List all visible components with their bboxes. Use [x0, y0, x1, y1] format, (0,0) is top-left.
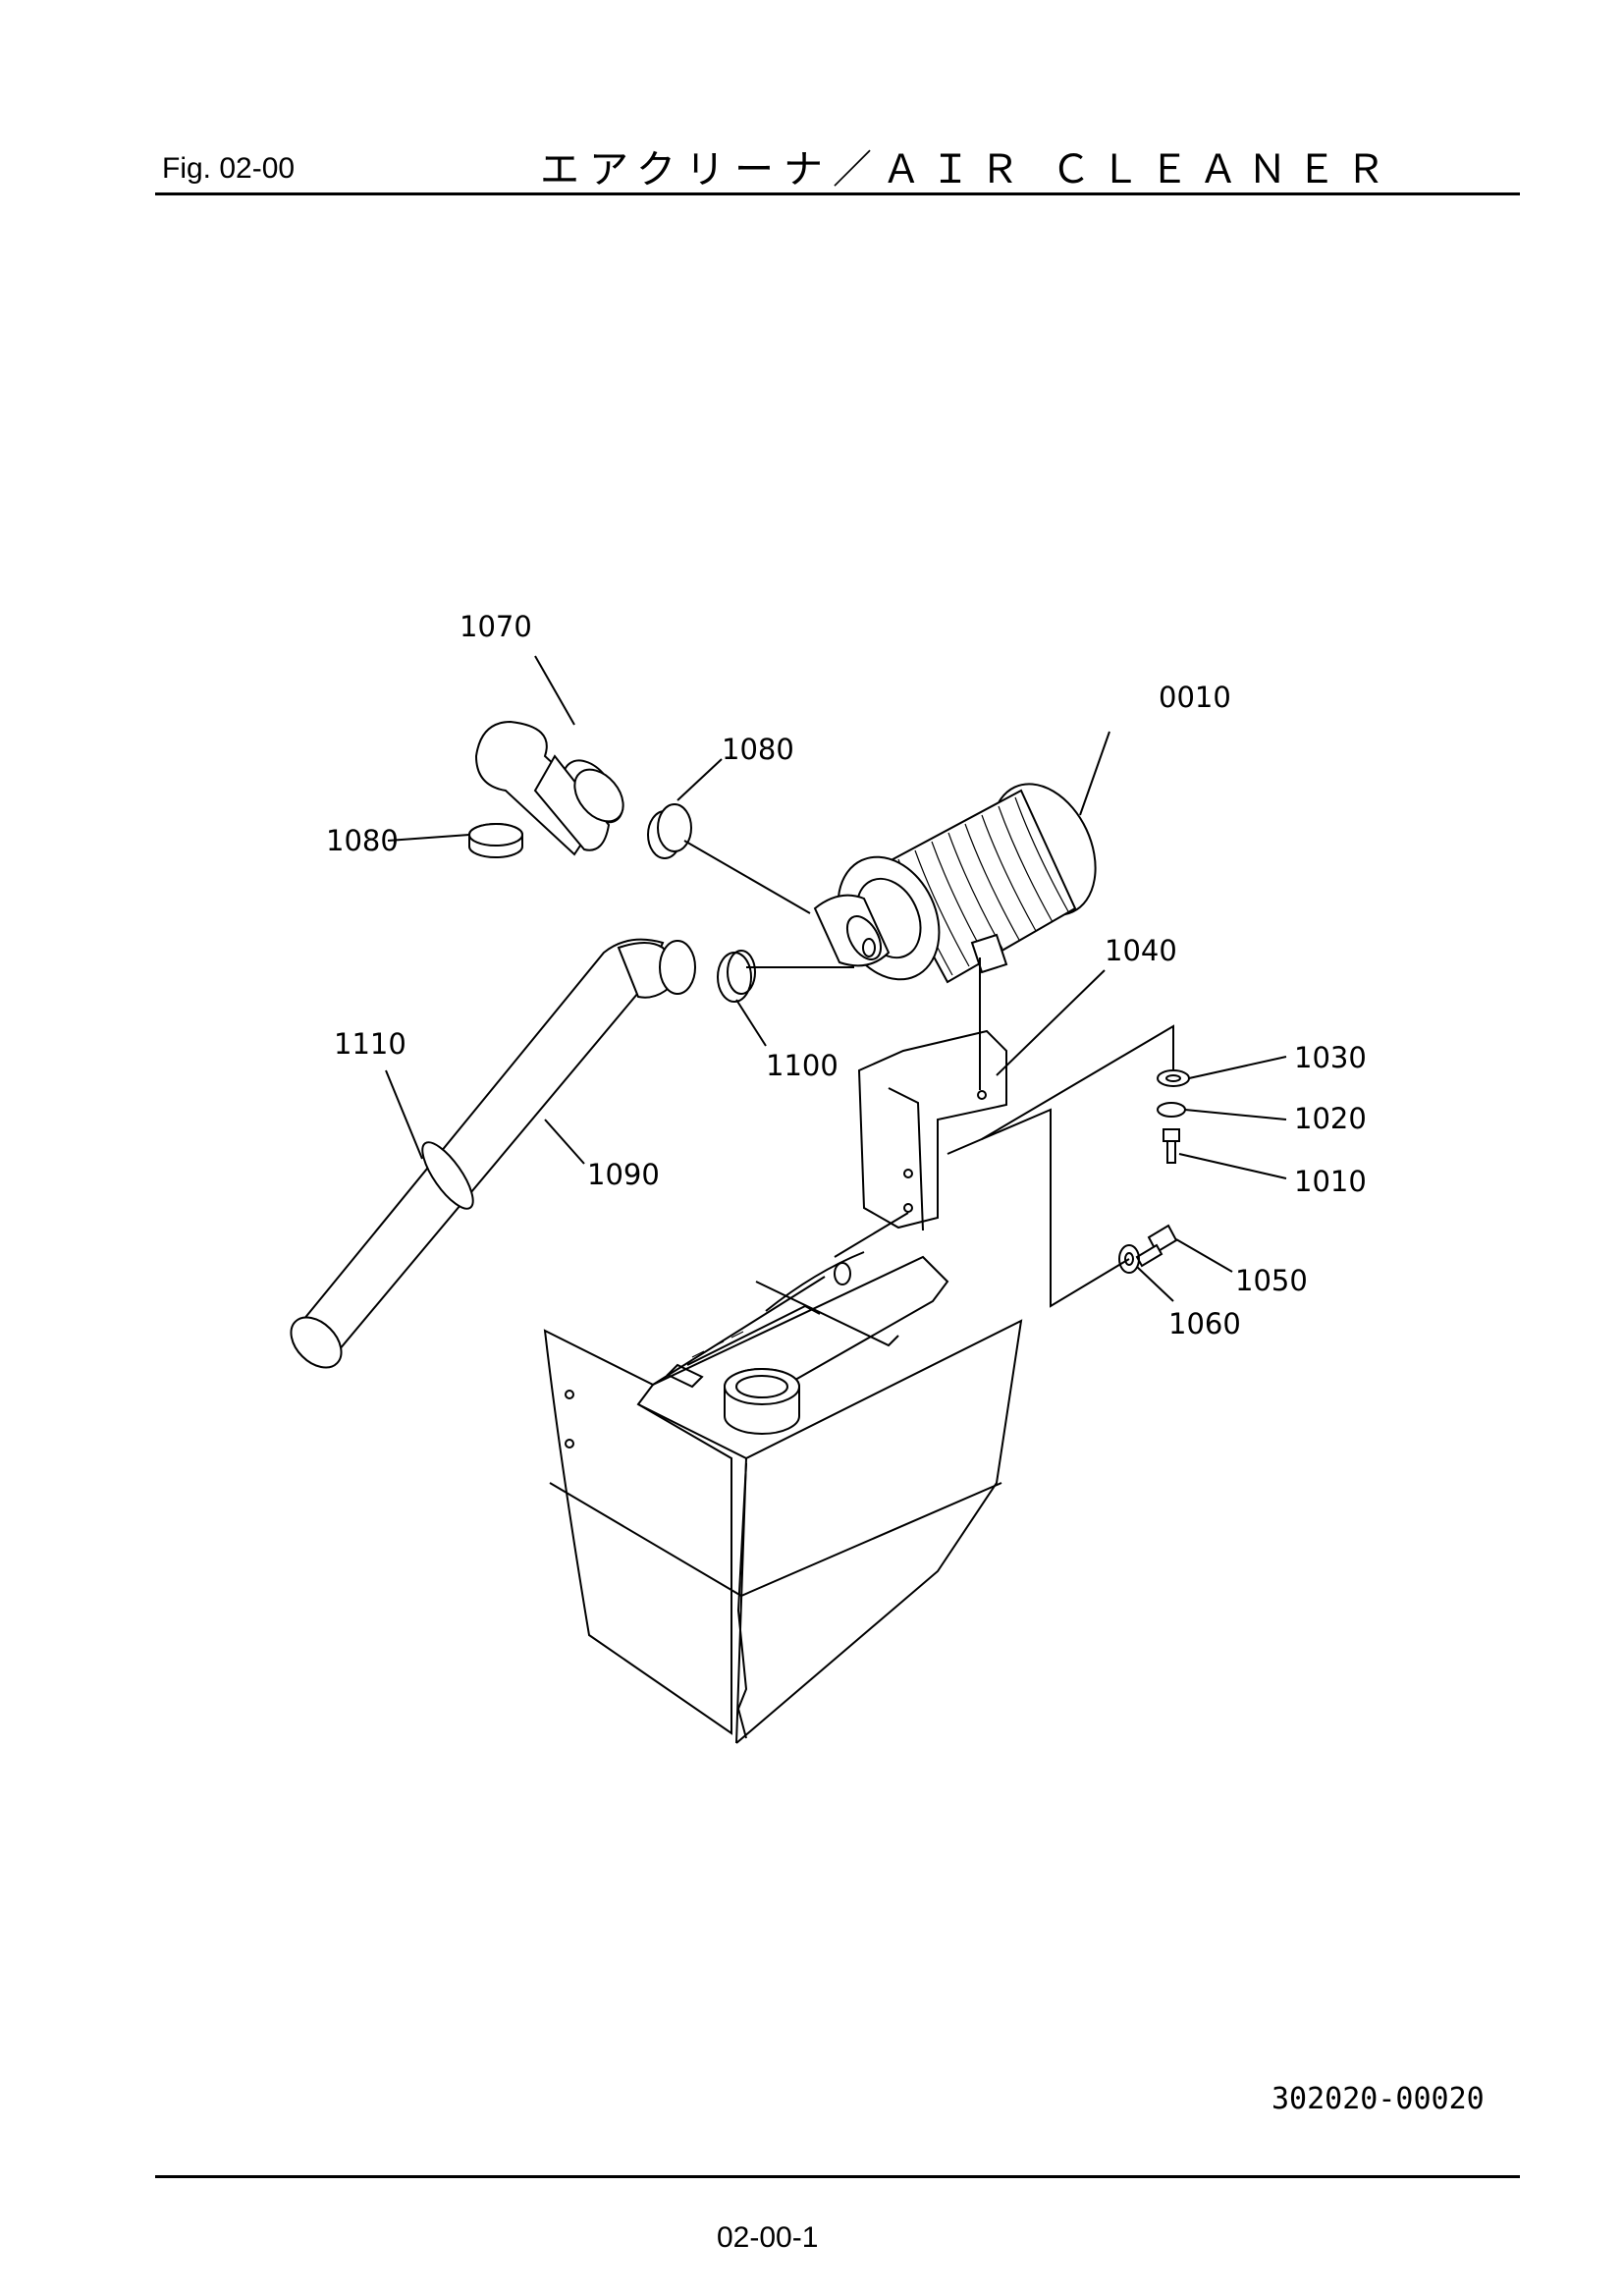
page-number: 02-00-1 — [717, 2221, 819, 2254]
callout-0010: 0010 — [1159, 681, 1231, 714]
cap-left — [468, 823, 523, 858]
washer-lower — [1118, 1244, 1140, 1274]
callout-1010: 1010 — [1294, 1165, 1367, 1198]
flat-washer — [1157, 1069, 1190, 1087]
bolt-lower — [1135, 1224, 1178, 1268]
callout-1080-upper: 1080 — [722, 733, 794, 766]
hose-band — [717, 950, 756, 1003]
bolt-upper — [1163, 1128, 1180, 1164]
callout-1070: 1070 — [460, 610, 532, 643]
callout-1080-left: 1080 — [326, 824, 399, 857]
bracket — [857, 1029, 1007, 1231]
tank-housing — [543, 1251, 1023, 1744]
figure-label: Fig. 02-00 — [162, 152, 296, 185]
callout-1110: 1110 — [334, 1027, 406, 1061]
callout-1050: 1050 — [1235, 1264, 1308, 1297]
leader-lines — [385, 655, 1287, 1308]
elbow-hose — [474, 720, 624, 856]
air-cleaner-body — [813, 783, 1097, 984]
spring-washer — [1157, 1102, 1186, 1118]
page-title: エアクリーナ／ＡＩＲ ＣＬＥＡＮＥＲ — [540, 147, 1395, 192]
callout-1090: 1090 — [587, 1158, 660, 1191]
callout-1040: 1040 — [1105, 934, 1177, 967]
callout-1020: 1020 — [1294, 1102, 1367, 1135]
footer-rule — [155, 2175, 1520, 2178]
header-rule — [155, 192, 1520, 195]
callout-1030: 1030 — [1294, 1041, 1367, 1074]
cap-right — [647, 803, 692, 859]
intake-pipe — [290, 938, 696, 1369]
drawing-number: 302020-00020 — [1271, 2082, 1485, 2116]
callout-1100: 1100 — [766, 1049, 839, 1082]
callout-1060: 1060 — [1168, 1307, 1241, 1340]
